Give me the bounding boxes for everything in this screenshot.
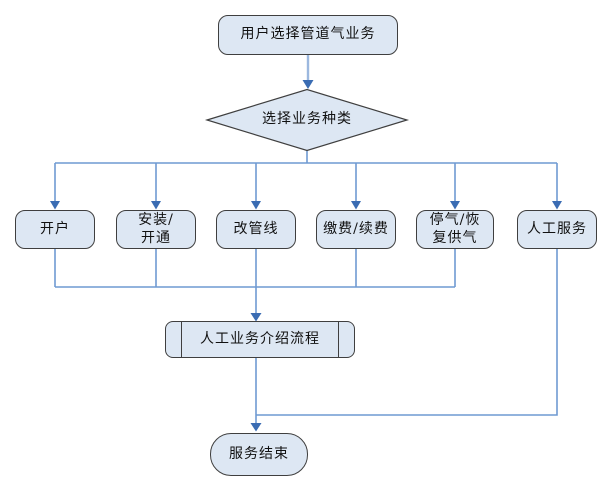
arrowhead (302, 80, 314, 89)
node-decision-label: 选择业务种类 (262, 111, 352, 128)
node-install: 安装/ 开通 (116, 210, 196, 249)
node-intro-process-label: 人工业务介绍流程 (200, 330, 320, 347)
node-open-account-label: 开户 (40, 220, 70, 237)
node-start: 用户选择管道气业务 (218, 15, 398, 55)
node-open-account: 开户 (15, 210, 95, 249)
node-decision-shape (204, 88, 410, 152)
node-stop-resume: 停气/恢 复供气 (416, 210, 494, 249)
node-manual-service: 人工服务 (517, 210, 597, 249)
arrowhead (250, 423, 262, 432)
arrowhead (251, 201, 261, 210)
node-payment-label: 缴费/续费 (323, 220, 389, 237)
arrowhead (151, 201, 161, 210)
node-change-pipeline: 改管线 (216, 210, 296, 249)
connector-manual-bypass (256, 249, 558, 416)
arrowhead (450, 201, 460, 210)
arrowhead (50, 201, 60, 210)
node-stop-resume-label: 停气/恢 复供气 (429, 212, 481, 246)
arrowhead (250, 313, 262, 322)
node-intro-process: 人工业务介绍流程 (165, 321, 355, 358)
node-install-label: 安装/ 开通 (138, 212, 174, 246)
node-decision: 选择业务种类 (227, 105, 387, 135)
arrowhead (351, 201, 361, 210)
node-change-pipeline-label: 改管线 (233, 220, 279, 237)
node-manual-service-label: 人工服务 (527, 220, 587, 237)
node-payment: 缴费/续费 (316, 210, 396, 249)
node-end-label: 服务结束 (229, 445, 289, 462)
arrowhead (552, 201, 562, 210)
node-end: 服务结束 (210, 433, 308, 476)
node-start-label: 用户选择管道气业务 (240, 26, 376, 43)
